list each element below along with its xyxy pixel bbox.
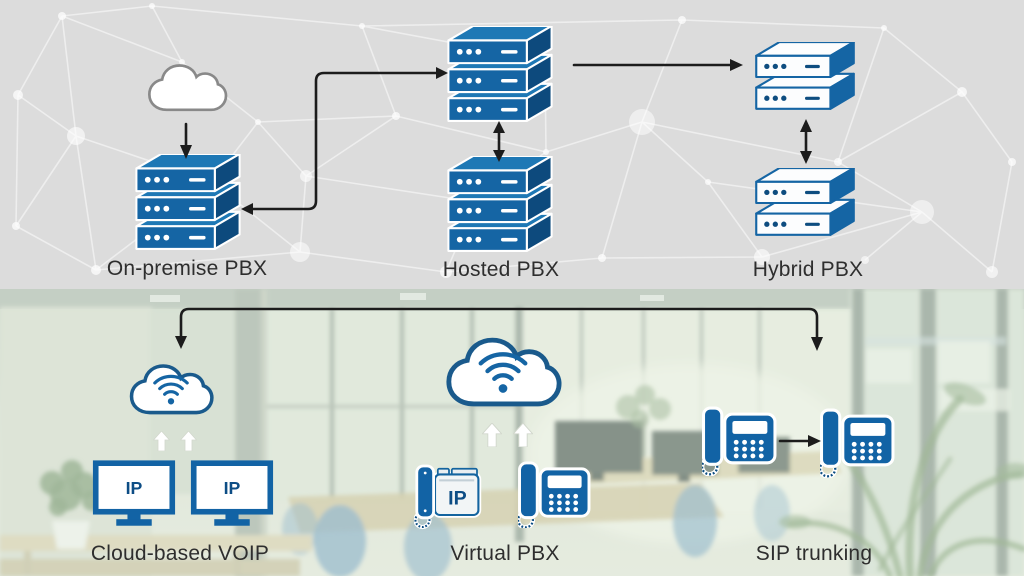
wifi-cloud-icon-virtual-pbx	[444, 330, 562, 416]
label-on-premise-pbx: On-premise PBX	[106, 257, 268, 280]
server-stack-outline-icon-hybrid-top	[755, 42, 855, 110]
up-arrow-icon	[180, 431, 198, 451]
uplink-arrows-virtual-pbx	[482, 423, 534, 452]
server-stack-icon-hosted-bottom	[447, 156, 553, 252]
label-cloud-based-voip: Cloud-based VOIP	[90, 542, 270, 565]
wifi-cloud-icon-voip	[129, 364, 214, 415]
ip-phone-text: IP	[448, 488, 467, 510]
monitor-ip-text: IP	[224, 478, 241, 498]
desk-phone-icon	[518, 460, 592, 528]
server-stack-outline-icon-hybrid-bottom	[755, 168, 855, 236]
label-virtual-pbx: Virtual PBX	[450, 542, 560, 565]
bottom-section	[0, 289, 1024, 576]
server-stack-icon-on-premise	[135, 154, 241, 250]
cloud-icon	[148, 64, 228, 112]
desk-phone-icon-sip-right	[820, 406, 896, 478]
ip-monitor-icon: IP	[190, 460, 274, 526]
label-sip-trunking: SIP trunking	[755, 542, 873, 565]
server-stack-icon-hosted-top	[447, 26, 553, 122]
up-arrow-icon	[153, 431, 170, 451]
office-photo-background	[0, 289, 1024, 576]
label-hosted-pbx: Hosted PBX	[442, 258, 560, 281]
office-furniture	[0, 385, 842, 576]
uplink-arrows-voip	[153, 431, 198, 456]
desk-phone-icon-sip-left	[702, 404, 778, 476]
up-arrow-icon	[482, 423, 502, 447]
ip-monitor-icon: IP	[92, 460, 176, 526]
left-plant	[40, 460, 102, 516]
label-hybrid-pbx: Hybrid PBX	[752, 258, 864, 281]
ip-phone-icon: IP	[414, 464, 482, 530]
up-arrow-icon	[513, 423, 534, 447]
monitor-ip-text: IP	[126, 478, 143, 498]
